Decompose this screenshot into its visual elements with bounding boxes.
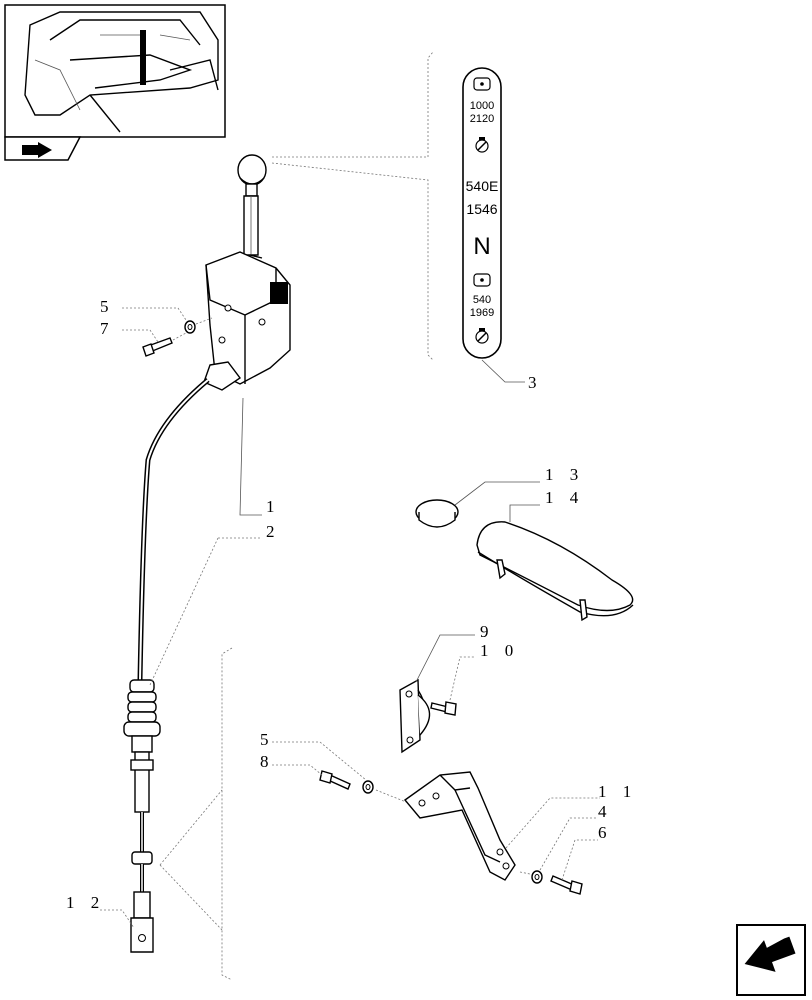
callout-4: 4 bbox=[598, 802, 613, 821]
decal-speed3-bottom: 1969 bbox=[470, 307, 494, 319]
callout-3: 3 bbox=[528, 373, 543, 392]
plug-13 bbox=[415, 499, 459, 528]
control-cable bbox=[123, 378, 210, 953]
control-lever bbox=[237, 154, 267, 256]
callout-6: 6 bbox=[598, 823, 613, 842]
lever-housing bbox=[203, 251, 291, 391]
engine-icon bbox=[475, 137, 489, 153]
callout-9: 9 bbox=[480, 622, 495, 641]
callout-5-top: 5 bbox=[100, 297, 115, 316]
washer-4 bbox=[531, 870, 543, 884]
cable-clip-9 bbox=[399, 678, 431, 754]
washer-5 bbox=[184, 320, 196, 334]
engine-icon-2 bbox=[475, 328, 489, 344]
nav-prev-tab[interactable] bbox=[4, 136, 82, 161]
decal-neutral: N bbox=[473, 233, 490, 260]
callout-8: 8 bbox=[260, 752, 275, 771]
bolt-8 bbox=[319, 770, 351, 790]
callout-2: 2 bbox=[266, 522, 281, 541]
locator-thumbnail bbox=[4, 4, 226, 138]
bracket-11 bbox=[403, 771, 516, 881]
pto-speed-icon bbox=[473, 77, 491, 91]
screw-10 bbox=[430, 701, 457, 716]
arrow-icon bbox=[744, 936, 796, 972]
decal-speed3-top: 540 bbox=[473, 294, 491, 306]
callout-1: 1 bbox=[266, 497, 281, 516]
washer-5-lower bbox=[362, 780, 374, 794]
nav-next-button[interactable] bbox=[736, 924, 806, 996]
bolt-7 bbox=[142, 337, 173, 357]
callout-14: 1 4 bbox=[545, 488, 584, 507]
callout-7: 7 bbox=[100, 319, 115, 338]
callout-5-bottom: 5 bbox=[260, 730, 275, 749]
lever-cover-14 bbox=[476, 521, 634, 622]
decal-speed1-top: 1000 bbox=[470, 100, 494, 112]
callout-11: 1 1 bbox=[598, 782, 637, 801]
callout-13: 1 3 bbox=[545, 465, 584, 484]
arrow-icon bbox=[22, 142, 52, 158]
bolt-6 bbox=[550, 875, 583, 895]
callout-12: 1 2 bbox=[66, 893, 105, 912]
decal-speed2-top: 540E bbox=[466, 178, 499, 194]
pto-speed-icon-2 bbox=[473, 273, 491, 287]
callout-10: 1 0 bbox=[480, 641, 519, 660]
decal-speed2-bottom: 1546 bbox=[466, 201, 497, 217]
speed-decal: 1000 2120 540E 1546 N 540 1969 bbox=[462, 67, 502, 359]
decal-speed1-bottom: 2120 bbox=[470, 113, 494, 125]
